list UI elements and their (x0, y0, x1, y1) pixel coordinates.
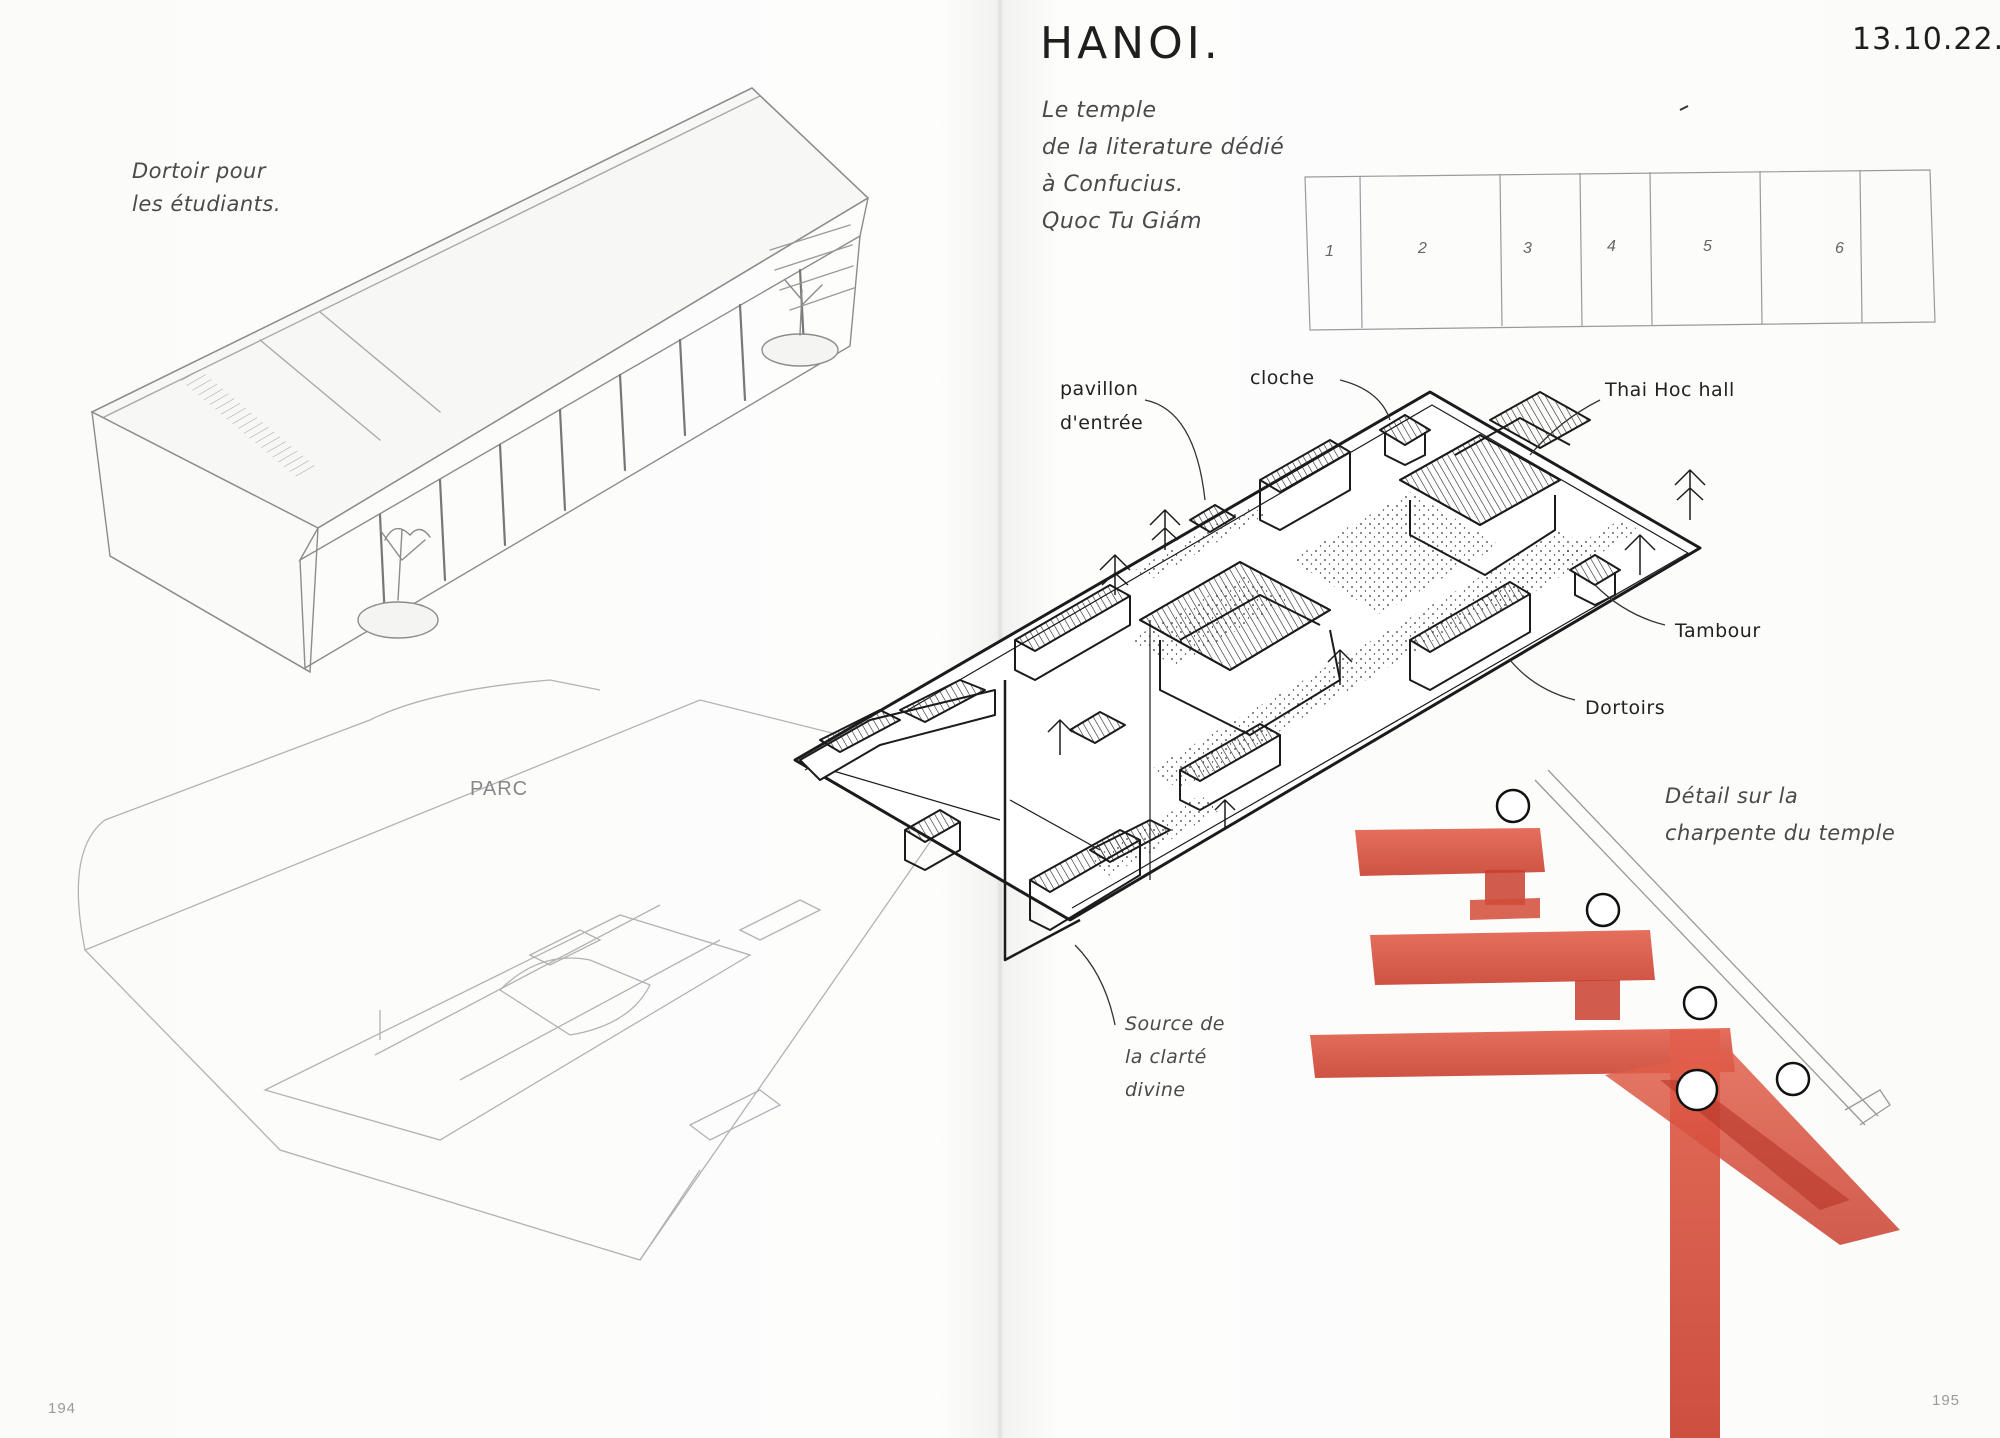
label-thai-hoc: Thai Hoc hall (1605, 379, 1735, 401)
page-title: HANOI. (1040, 18, 1222, 69)
label-pavillon: pavillon d'entrée (1060, 378, 1144, 434)
label-detail: Détail sur la charpente du temple (1665, 784, 1896, 845)
label-source: Source de la clarté divine (1125, 1013, 1225, 1101)
ink-axonometric-icon (793, 390, 1706, 962)
pencil-plan-strip-icon (1304, 105, 1936, 331)
intro-line: de la literature dédié (1042, 135, 1285, 160)
page-number-left: 194 (48, 1400, 77, 1417)
intro-text: Le temple de la literature dédié à Confu… (1042, 92, 1302, 240)
plan-number-4: 4 (1607, 238, 1616, 255)
label-tambour: Tambour (1675, 620, 1761, 642)
page-number-right: 195 (1932, 1392, 1961, 1409)
pencil-park-plan-icon (77, 679, 982, 1261)
plan-number-3: 3 (1523, 240, 1532, 257)
intro-line: à Confucius. (1042, 172, 1184, 197)
label-dortoir-students: Dortoir pour les étudiants. (132, 159, 282, 216)
label-parc: PARC (470, 778, 529, 800)
plan-number-2: 2 (1418, 240, 1427, 257)
plan-number-6: 6 (1835, 240, 1844, 257)
label-dortoirs: Dortoirs (1585, 697, 1666, 719)
pencil-building-icon (90, 87, 870, 674)
red-timber-frame-icon (1310, 769, 1900, 1438)
plan-number-5: 5 (1703, 238, 1712, 255)
intro-line: Quoc Tu Giám (1042, 209, 1203, 234)
label-cloche: cloche (1250, 367, 1315, 389)
intro-line: Le temple (1042, 98, 1157, 123)
plan-number-1: 1 (1325, 243, 1334, 260)
sketch-date: 13.10.22. (1852, 22, 2000, 57)
annotation-leaders (1074, 379, 1666, 1026)
